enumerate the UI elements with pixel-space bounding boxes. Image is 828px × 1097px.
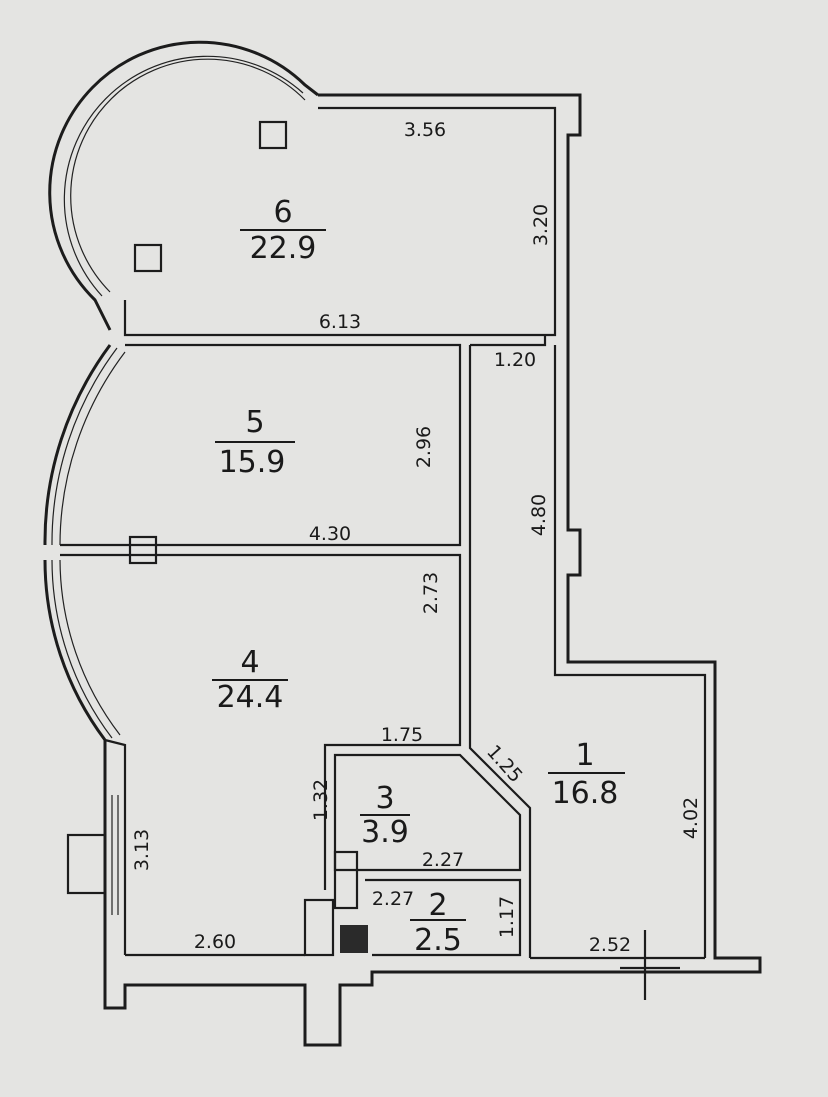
dim-label: 3.20 — [530, 204, 552, 246]
room-3-label: 3 3.9 — [360, 781, 410, 850]
dim-label: 4.30 — [309, 523, 351, 545]
curved-window-walls — [43, 40, 319, 955]
dim-label: 2.27 — [372, 888, 414, 910]
room-1-label: 1 16.8 — [548, 738, 625, 811]
dim-label: 1.32 — [310, 779, 332, 821]
dim-label: 2.27 — [422, 849, 464, 871]
dimension-labels: 3.56 3.20 6.13 1.20 2.96 4.80 4.30 2.73 … — [131, 119, 702, 956]
dim-label: 6.13 — [319, 311, 361, 333]
room-6-label: 6 22.9 — [240, 195, 326, 266]
dim-label: 3.56 — [404, 119, 446, 141]
dim-label: 2.73 — [420, 572, 442, 614]
room-area: 16.8 — [552, 776, 619, 811]
dim-label: 1.17 — [496, 896, 518, 938]
room-2-label: 2 2.5 — [410, 888, 466, 958]
exterior-walls — [103, 93, 762, 1047]
room-area: 22.9 — [250, 231, 317, 266]
room-number: 2 — [428, 888, 447, 923]
room-area: 15.9 — [219, 445, 286, 480]
dim-label: 4.80 — [528, 494, 550, 536]
room-number: 4 — [240, 645, 259, 680]
room-area: 2.5 — [414, 923, 462, 958]
dim-label: 1.20 — [494, 349, 536, 371]
room-number: 3 — [375, 781, 394, 816]
dim-label: 3.13 — [131, 829, 153, 871]
dim-label: 2.96 — [413, 426, 435, 468]
dim-label: 4.02 — [680, 797, 702, 839]
room-4-label: 4 24.4 — [212, 645, 288, 715]
dim-label: 2.52 — [589, 934, 631, 956]
interior-walls — [60, 120, 705, 1000]
room-number: 1 — [575, 738, 594, 773]
room-number: 6 — [273, 195, 292, 230]
dim-label: 1.25 — [482, 741, 527, 787]
dim-label: 2.60 — [194, 931, 236, 953]
dim-label: 1.75 — [381, 724, 423, 746]
room-area: 3.9 — [361, 815, 409, 850]
room-5-label: 5 15.9 — [215, 405, 295, 480]
room-area: 24.4 — [217, 680, 284, 715]
room-number: 5 — [245, 405, 264, 440]
